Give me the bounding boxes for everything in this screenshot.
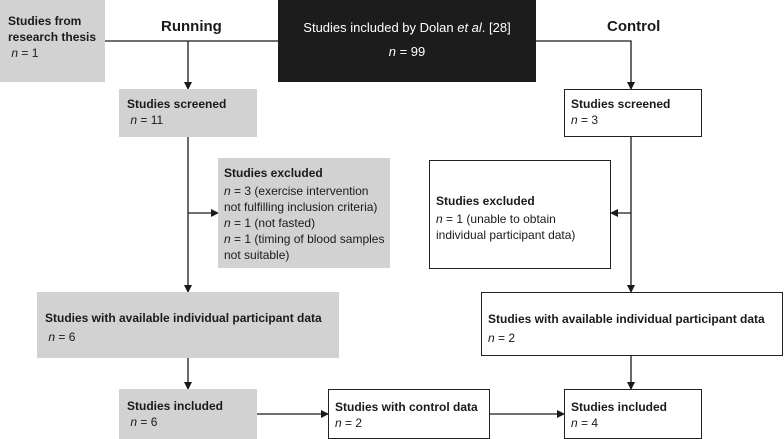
running-excluded-item: n = 1 (timing of blood samples not suita…: [224, 232, 385, 262]
dolan-studies-box: Studies included by Dolan et al. [28] n …: [278, 0, 536, 82]
control-screened-title: Studies screened: [571, 97, 671, 111]
research-thesis-n: n = 1: [11, 46, 39, 60]
control-included-box: Studies included n = 4: [564, 389, 702, 439]
control-included-title: Studies included: [571, 400, 668, 414]
running-included-box: Studies included n = 6: [119, 389, 257, 439]
control-data-title: Studies with control data: [335, 400, 478, 414]
running-screened-title: Studies screened: [127, 97, 227, 111]
research-thesis-box: Studies from research thesis n = 1: [0, 0, 105, 82]
running-heading: Running: [161, 18, 222, 35]
control-excluded-title: Studies excluded: [436, 194, 535, 208]
control-data-n: n = 2: [335, 416, 363, 430]
running-included-n: n = 6: [130, 415, 158, 429]
running-available-n: n = 6: [48, 330, 76, 344]
dolan-title: Studies included by Dolan et al. [28]: [303, 20, 511, 35]
control-available-n: n = 2: [488, 331, 516, 345]
running-available-box: Studies with available individual partic…: [37, 292, 339, 358]
running-excluded-item: n = 1 (not fasted): [224, 216, 316, 230]
control-screened-n: n = 3: [571, 113, 599, 127]
running-included-title: Studies included: [127, 399, 224, 413]
control-excluded-n: n = 1 (unable to obtain individual parti…: [436, 212, 576, 242]
running-excluded-box: Studies excluded n = 3 (exercise interve…: [218, 158, 390, 268]
running-available-title: Studies with available individual partic…: [45, 311, 322, 325]
research-thesis-title: Studies from research thesis: [8, 14, 97, 44]
dolan-n: n = 99: [388, 44, 426, 59]
control-heading: Control: [607, 18, 661, 35]
control-available-title: Studies with available individual partic…: [488, 312, 765, 326]
arrow-to-control-screened: [536, 40, 635, 90]
control-available-box: Studies with available individual partic…: [481, 292, 783, 356]
running-excluded-item: n = 3 (exercise intervention not fulfill…: [224, 184, 378, 214]
running-excluded-title: Studies excluded: [224, 166, 323, 180]
running-screened-n: n = 11: [130, 113, 164, 127]
control-data-box: Studies with control data n = 2: [328, 389, 490, 439]
control-included-n: n = 4: [571, 416, 599, 430]
control-screened-box: Studies screened n = 3: [564, 89, 702, 137]
running-screened-box: Studies screened n = 11: [119, 89, 257, 137]
control-excluded-box: Studies excluded n = 1 (unable to obtain…: [429, 160, 611, 269]
